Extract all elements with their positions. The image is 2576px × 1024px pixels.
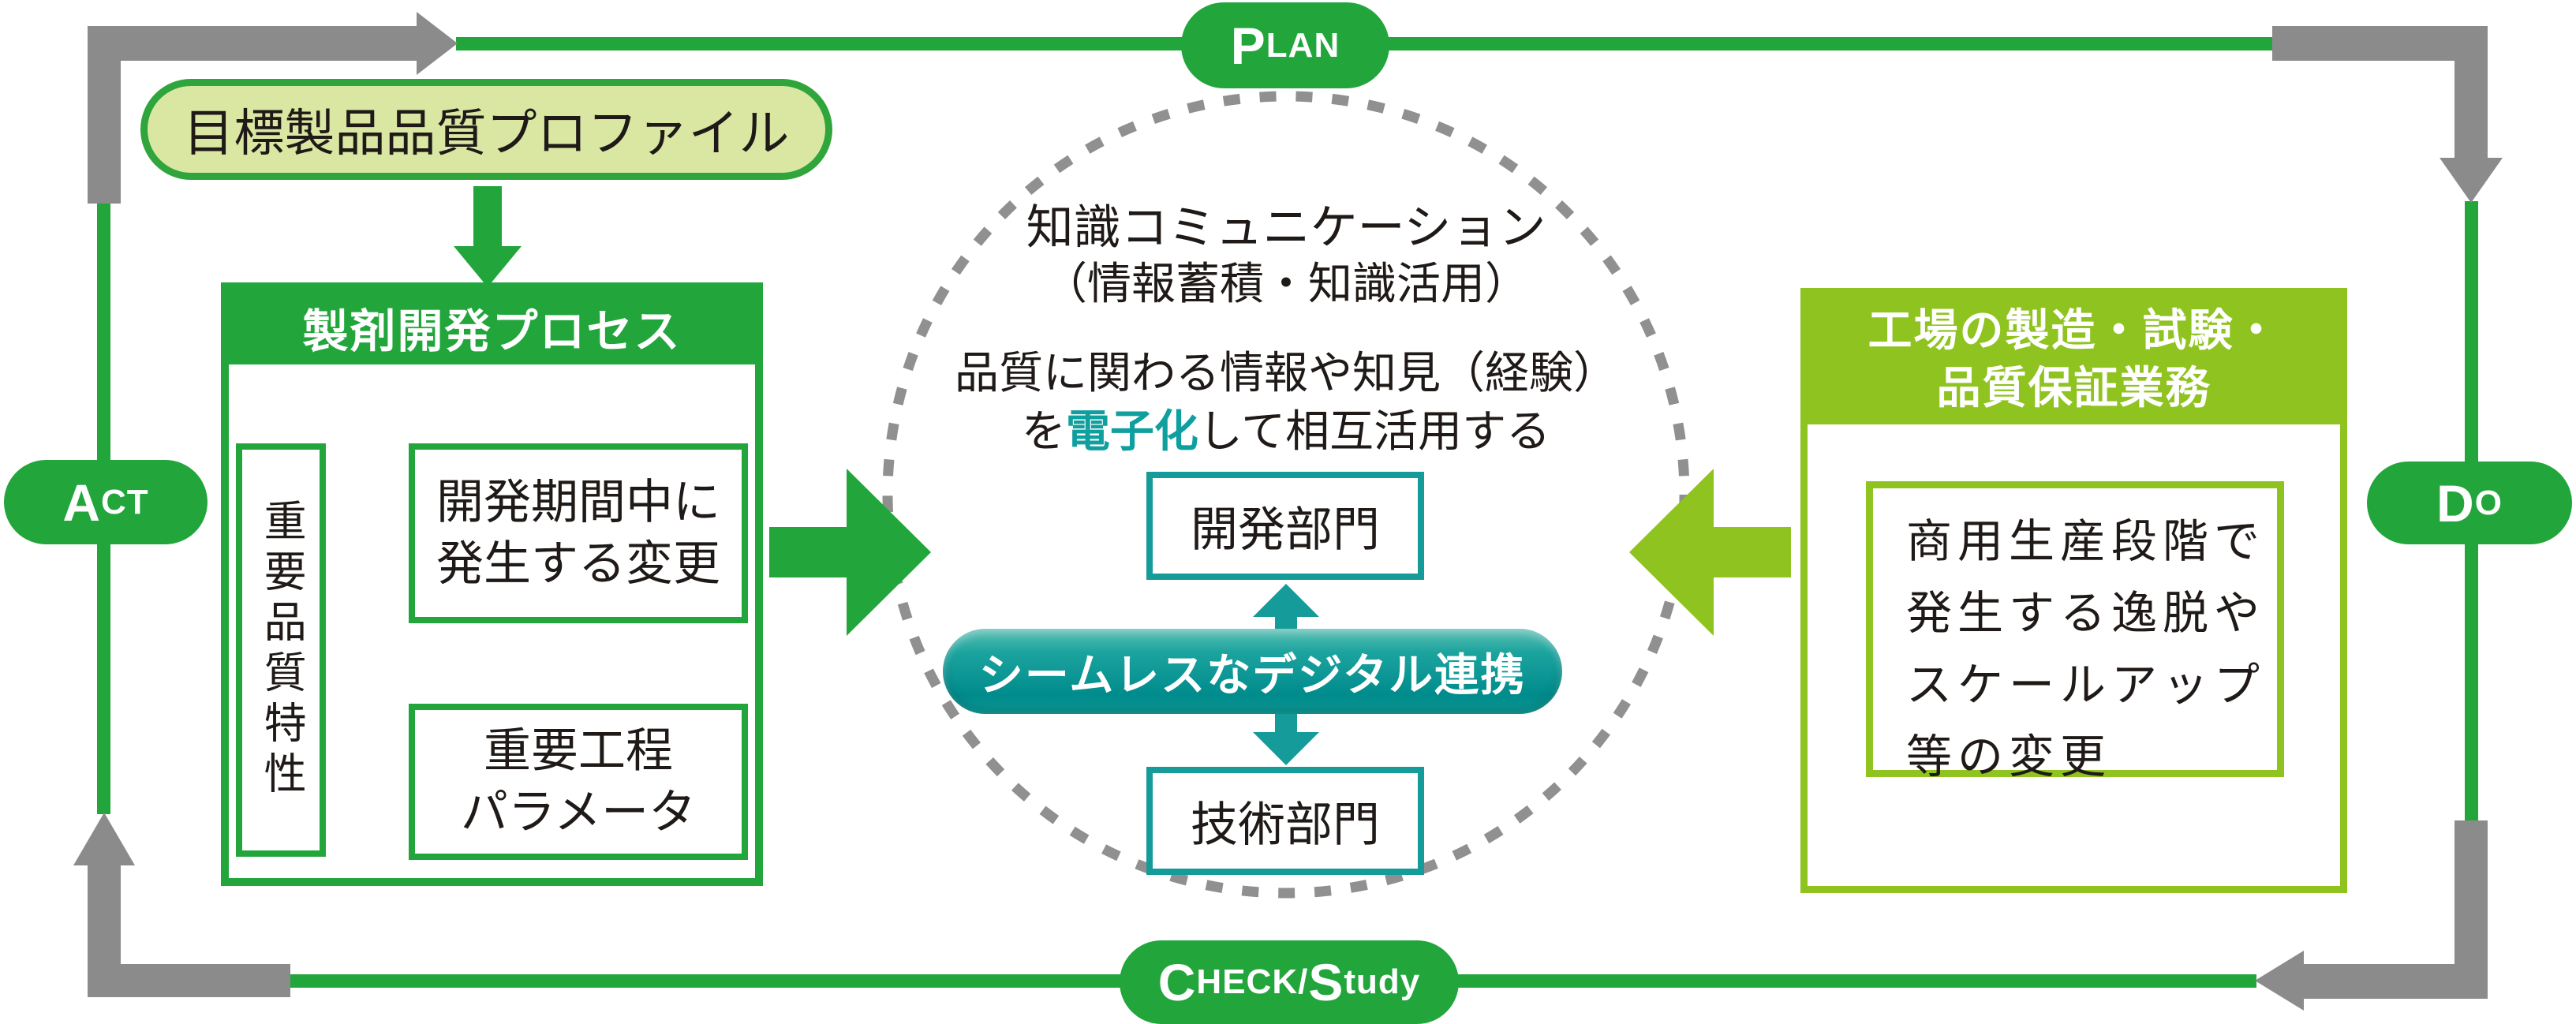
gray-corner-arrow-top-right	[2272, 26, 2503, 203]
knowledge-subtitle: （情報蓄積・知識活用）	[1043, 259, 1529, 308]
factory-title-line2: 品質保証業務	[1936, 363, 2211, 413]
study-initial: S	[1308, 953, 1344, 1011]
plan-badge-initial: P	[1230, 16, 1266, 75]
tech-dept-box: 技術部門	[1146, 767, 1424, 875]
check-initial: C	[1157, 953, 1197, 1011]
check-rest: HECK/	[1196, 962, 1309, 1001]
plan-badge-rest: LAN	[1266, 25, 1340, 65]
knowledge-title: 知識コミュニケーション	[1026, 201, 1546, 254]
knowledge-desc-line2: を電子化して相互活用する	[1022, 396, 1550, 460]
dev-process-title-label: 製剤開発プロセス	[302, 306, 682, 357]
cpp-box: 重要工程 パラメータ	[409, 704, 748, 860]
seamless-digital-label: シームレスなデジタル連携	[978, 649, 1527, 700]
cqa-box: 重要品質特性	[236, 443, 326, 857]
gray-corner-arrow-top-left	[88, 12, 458, 204]
factory-change-line3: スケールアップ	[1906, 660, 2266, 712]
factory-title-line1: 工場の製造・試験・	[1868, 305, 2280, 356]
dev-change-box: 開発期間中に 発生する変更	[409, 443, 748, 623]
factory-change-box: 商用生産段階で 発生する逸脱や スケールアップ 等の変更	[1866, 481, 2284, 783]
big-arrow-process-to-circle	[769, 469, 931, 636]
desc2-digitize-emphasis: 電子化	[1065, 406, 1198, 456]
tech-dept-label: 技術部門	[1191, 798, 1380, 851]
knowledge-desc-line1: 品質に関わる情報や知見（経験）	[955, 348, 1617, 398]
act-badge-initial: A	[62, 473, 101, 532]
cqa-label: 重要品質特性	[257, 499, 305, 802]
dev-dept-box: 開発部門	[1146, 472, 1424, 580]
target-profile-pill: 目標製品品質プロファイル	[140, 79, 832, 180]
dev-process-title: 製剤開発プロセス	[229, 290, 755, 364]
study-rest: tudy	[1344, 962, 1421, 1001]
knowledge-circle-outline	[882, 91, 1690, 899]
factory-change-line1: 商用生産段階で	[1906, 516, 2266, 567]
factory-change-line2: 発生する逸脱や	[1906, 588, 2266, 640]
gray-corner-arrow-bottom-left	[73, 813, 290, 997]
dev-change-line1: 開発期間中に	[436, 476, 720, 529]
desc2-pre: を	[1021, 406, 1066, 456]
big-arrow-factory-to-circle	[1629, 469, 1791, 636]
gray-corner-arrow-bottom-right	[2255, 820, 2488, 1011]
desc2-post: して相互活用する	[1198, 406, 1551, 456]
dev-dept-label: 開発部門	[1191, 503, 1380, 556]
dev-change-line2: 発生する変更	[436, 537, 720, 590]
cpp-line1: 重要工程	[484, 724, 673, 777]
cpp-line2: パラメータ	[460, 786, 697, 839]
act-badge-rest: CT	[101, 482, 149, 521]
seamless-digital-pill: シームレスなデジタル連携	[943, 629, 1562, 714]
down-arrow-profile-to-process	[454, 186, 522, 287]
factory-title: 工場の製造・試験・ 品質保証業務	[1808, 295, 2340, 424]
target-profile-label: 目標製品品質プロファイル	[183, 105, 790, 162]
factory-change-line4: 等の変更	[1906, 731, 2112, 783]
do-badge-initial: D	[2436, 473, 2475, 533]
do-badge-rest: O	[2474, 483, 2503, 522]
